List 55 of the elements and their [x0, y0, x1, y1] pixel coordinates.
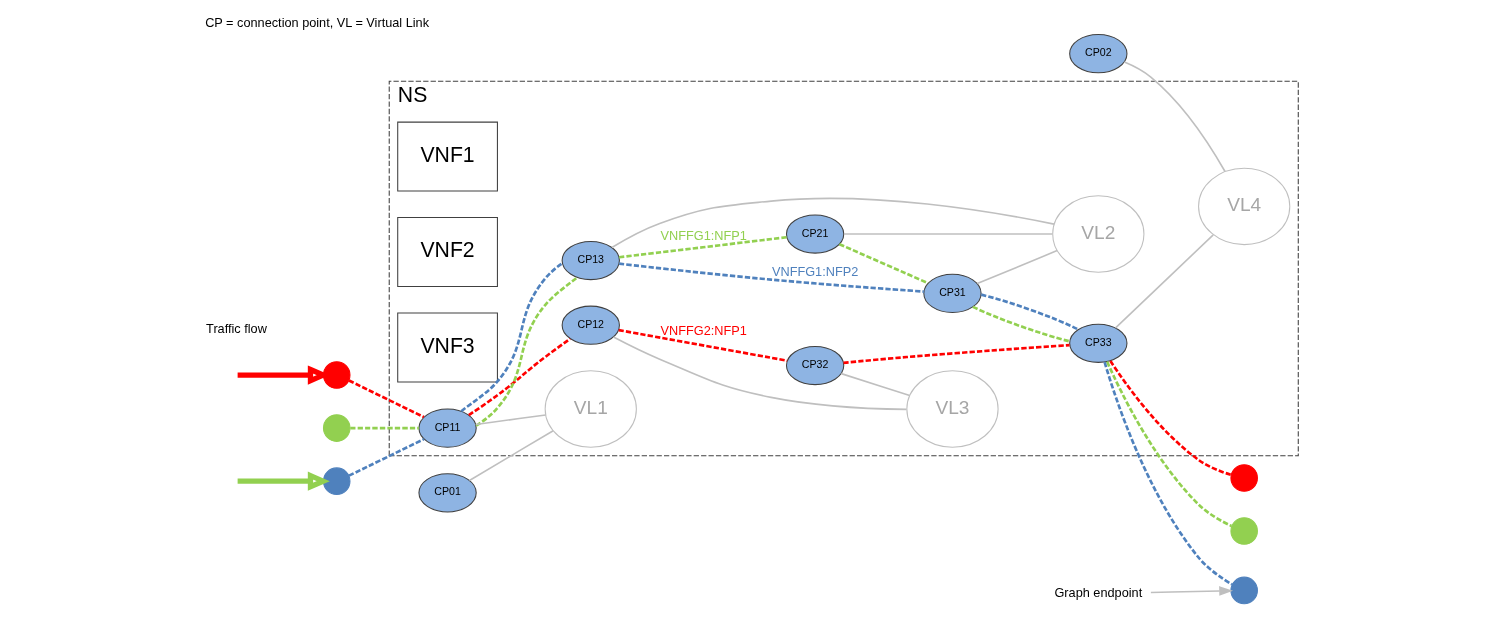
connector	[349, 426, 419, 430]
node-circle	[322, 467, 350, 495]
node-circle	[1229, 517, 1258, 545]
connector	[840, 372, 910, 397]
node-circle	[322, 361, 350, 389]
connector	[618, 262, 924, 293]
label: Traffic flow	[205, 320, 267, 336]
node-box: VNF2	[396, 217, 498, 288]
node-circle	[322, 414, 350, 442]
edge-label: VNFFG2:NFP1	[660, 323, 747, 339]
connector	[1105, 361, 1232, 528]
connector	[1114, 234, 1214, 329]
node-ellipse: CP13	[561, 240, 620, 281]
connector	[610, 197, 1055, 249]
node-circle	[1229, 576, 1258, 605]
node-box: VNF1	[396, 121, 498, 192]
connector	[612, 336, 907, 411]
node-ellipse: VL3	[905, 370, 999, 448]
connector	[618, 235, 787, 259]
node-ellipse: VL1	[544, 370, 637, 448]
node-ellipse: VL4	[1197, 167, 1290, 246]
connector	[1123, 61, 1226, 173]
node-ellipse: CP02	[1068, 34, 1127, 74]
node-ellipse: VL2	[1051, 195, 1144, 273]
connector	[842, 343, 1070, 365]
node-box: VNF3	[396, 312, 498, 383]
connector	[976, 249, 1058, 285]
connector	[980, 293, 1079, 331]
node-ellipse: CP12	[561, 305, 620, 345]
node-text: Graph endpoint	[1053, 584, 1142, 600]
connector	[838, 243, 929, 285]
connector	[347, 379, 424, 419]
connector	[459, 262, 563, 413]
connector	[1102, 361, 1233, 586]
arrow	[237, 471, 330, 491]
connector	[474, 414, 546, 426]
node-ellipse: CP11	[417, 408, 477, 448]
node-ellipse: CP31	[922, 273, 982, 314]
edge-label: VNFFG1:NFP2	[771, 264, 858, 280]
edge-label: VNFFG1:NFP1	[660, 227, 747, 243]
connector	[468, 429, 554, 482]
node-ellipse: CP32	[785, 345, 844, 386]
connector	[971, 305, 1070, 343]
connector	[842, 233, 1053, 235]
node-ellipse: CP01	[417, 473, 477, 513]
connector	[474, 276, 578, 427]
node-ellipse: CP33	[1068, 323, 1127, 363]
diagram-title: CP = connection point, VL = Virtual Link	[204, 14, 429, 30]
connector	[617, 328, 787, 362]
connector	[467, 337, 571, 417]
arrow	[1149, 586, 1233, 596]
connector	[1108, 360, 1231, 477]
node-ellipse: CP21	[785, 214, 844, 254]
node-circle	[1229, 464, 1258, 492]
connector	[347, 438, 424, 477]
